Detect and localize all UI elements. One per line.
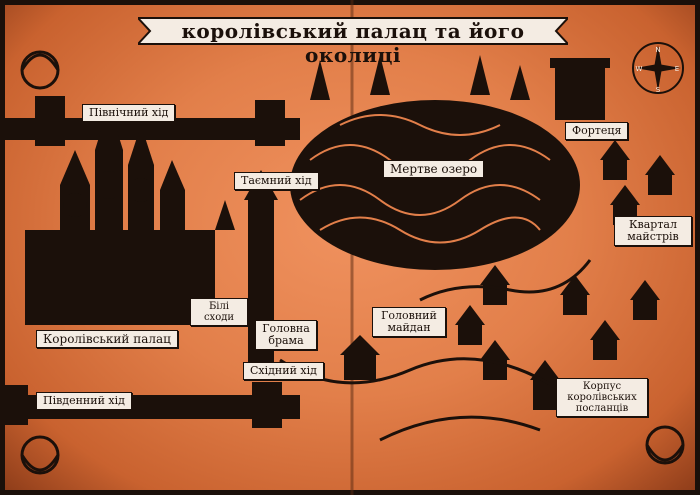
- label-text: королівських: [567, 392, 637, 403]
- palace-building: [25, 105, 215, 325]
- label-text: Королівський палац: [43, 332, 171, 346]
- label-fortress[interactable]: Фортеця: [565, 122, 629, 140]
- title-banner: королівський палац та його околиці: [138, 14, 568, 67]
- label-text: Білі: [208, 301, 230, 312]
- label-text: Головний: [381, 309, 437, 322]
- label-main-gate[interactable]: Головна брама: [255, 320, 317, 350]
- compass-south: S: [656, 86, 661, 94]
- label-white-stairs[interactable]: Білі сходи: [190, 298, 248, 326]
- compass-rose-icon: N S W E: [632, 42, 684, 94]
- label-text: майстрів: [627, 230, 679, 243]
- label-north-passage[interactable]: Північний хід: [82, 104, 176, 122]
- label-text: Мертве озеро: [390, 162, 478, 176]
- corner-swirls: [20, 50, 685, 475]
- fortress-building: [550, 58, 610, 120]
- label-secret-passage[interactable]: Таємний хід: [234, 172, 319, 190]
- label-royal-palace[interactable]: Королівський палац: [36, 330, 178, 348]
- roads: [279, 259, 592, 442]
- compass-north: N: [655, 46, 660, 54]
- compass-east: E: [675, 65, 679, 73]
- compass-west: W: [636, 65, 643, 73]
- label-east-passage[interactable]: Східний хід: [243, 362, 324, 380]
- trees: [215, 55, 530, 230]
- label-text: Південний хід: [43, 394, 125, 407]
- north-wall: [0, 96, 300, 146]
- houses: [340, 140, 675, 410]
- label-text: Східний хід: [250, 364, 317, 377]
- label-text: Головна: [262, 322, 310, 335]
- label-text: брама: [268, 334, 304, 347]
- label-south-passage[interactable]: Південний хід: [36, 392, 132, 410]
- dead-lake-water: [290, 100, 580, 270]
- label-text: сходи: [203, 312, 235, 323]
- label-main-square[interactable]: Головний майдан: [372, 307, 446, 337]
- map-title: королівський палац та його околиці: [181, 19, 525, 67]
- label-text: Фортеця: [572, 124, 622, 137]
- label-masters-quarter[interactable]: Квартал майстрів: [614, 216, 692, 246]
- label-text: Квартал: [629, 218, 677, 231]
- title-ribbon: [138, 17, 568, 45]
- label-text: Північний хід: [89, 106, 169, 119]
- label-text: майдан: [387, 321, 431, 334]
- label-text: Корпус: [582, 381, 622, 392]
- label-text: посланців: [575, 403, 629, 414]
- label-dead-lake[interactable]: Мертве озеро: [383, 160, 485, 178]
- label-text: Таємний хід: [241, 174, 312, 187]
- label-royal-messengers[interactable]: Корпус королівських посланців: [556, 378, 648, 417]
